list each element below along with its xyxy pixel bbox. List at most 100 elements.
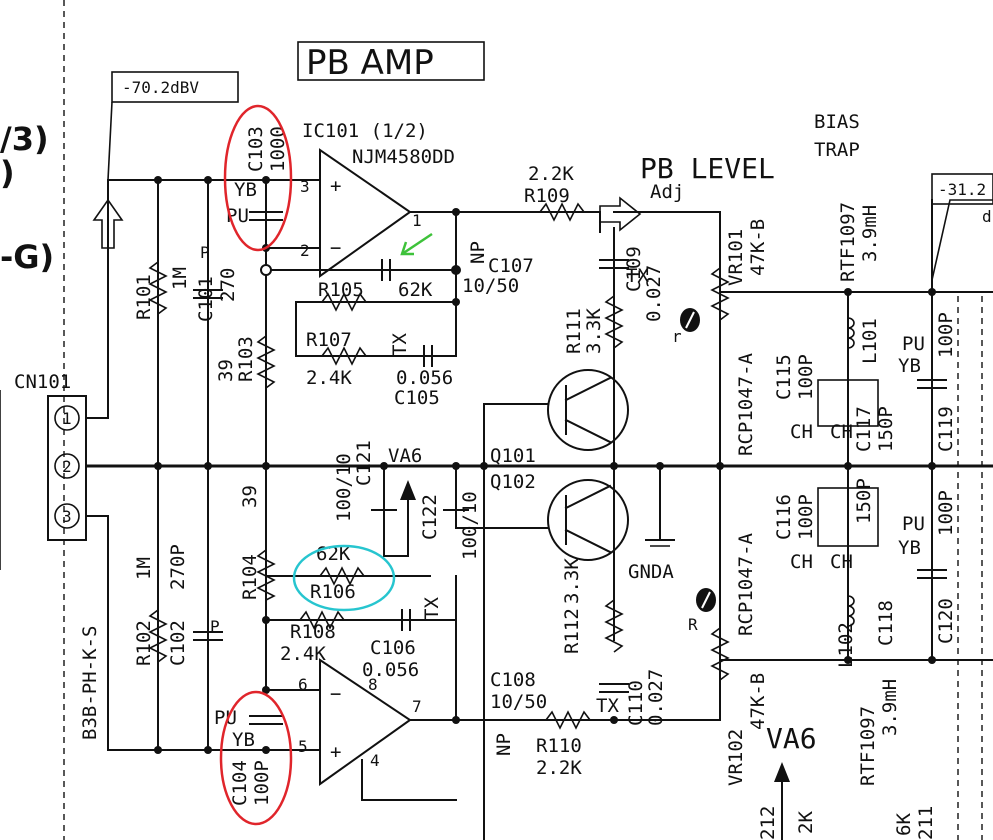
rcp1-label: RCP1047-A [735, 352, 757, 456]
c117-label: C117 [853, 406, 875, 452]
junction [844, 288, 852, 296]
r104-symbol [256, 549, 276, 601]
c109-value: 0.027 [643, 265, 665, 322]
c115-label: C115 [773, 354, 795, 400]
c116-label: C116 [773, 494, 795, 540]
ch3-label: CH [790, 551, 813, 573]
output-level-box [931, 173, 993, 205]
r110-value: 2.2K [536, 757, 582, 779]
labels-horizontal: YB PU P R105 62K R107 2.4K 0.056 C105 2.… [200, 111, 925, 779]
level-out-pointer [931, 199, 993, 281]
ic101-lower-opamp: − + 6 5 7 4 8 [298, 658, 422, 786]
pin7-label: 7 [412, 697, 422, 716]
arrow-head [400, 241, 414, 256]
q101-collector [564, 376, 612, 402]
opamp2-plus: + [330, 741, 341, 763]
red-highlight-c104 [219, 690, 293, 826]
r112-value: 3.3K [561, 558, 583, 604]
c116-c118-box [817, 487, 879, 547]
title-block: PB AMP [297, 41, 485, 83]
cn-pin-3: 3 [62, 507, 72, 526]
r111-label: R111 [563, 308, 585, 354]
junction [452, 462, 460, 470]
junction [262, 746, 270, 754]
bottom-label-2k: 2K [795, 811, 817, 834]
c106-label: C106 [370, 637, 416, 659]
vr101-symbol [710, 267, 730, 321]
output-level-cont: d [982, 207, 992, 226]
r109-label: R109 [524, 185, 570, 207]
level-pointer [107, 101, 124, 181]
q101-emitter [564, 418, 612, 444]
cyan-highlight-r106 [292, 544, 396, 612]
junction [262, 462, 270, 470]
junction [204, 746, 212, 754]
vr101-value: 47K-B [747, 219, 769, 276]
junction [610, 462, 618, 470]
up-arrow-icon [774, 762, 790, 782]
cn-pin-2: 2 [62, 457, 72, 476]
yb4-label: YB [232, 729, 255, 751]
c101-value: 270 [217, 268, 239, 302]
c110-label: C110 [625, 680, 647, 726]
vr101-label: VR101 [725, 229, 747, 286]
c105-value: 0.056 [396, 367, 453, 389]
c118-label: C118 [875, 600, 897, 646]
r105-label: R105 [318, 279, 364, 301]
r109-symbol [539, 202, 585, 222]
va6-label-2: VA6 [766, 722, 817, 755]
junction [928, 288, 936, 296]
c109-label: C109 [623, 246, 645, 292]
va6-markers: VA6 VA6 [388, 445, 817, 840]
c119-label: C119 [935, 406, 957, 452]
l102-label: L102 [835, 622, 857, 668]
va6-label-1: VA6 [388, 445, 422, 467]
opamp-minus: − [330, 237, 341, 259]
c120-label: C120 [935, 598, 957, 644]
r101-value: 1M [169, 267, 191, 290]
rtf1-label: RTF1097 [837, 202, 859, 282]
c110-value: 0.027 [645, 669, 667, 726]
inductors [847, 317, 855, 627]
c104-value: 100P [251, 760, 273, 806]
q102-body [547, 479, 629, 561]
test-markers: r R [672, 308, 716, 634]
r109-value: 2.2K [528, 163, 574, 185]
adj-label: Adj [650, 181, 684, 203]
signal-arrow-icon [92, 198, 124, 249]
c107-label: C107 [488, 255, 534, 277]
junction [928, 462, 936, 470]
test-marker-slash [685, 311, 695, 329]
r-mark-1: r [672, 327, 682, 346]
junction [154, 746, 162, 754]
input-level-label: -70.2dBV [122, 78, 199, 97]
connector-cn101: 1 2 3 CN101 B3B-PH-K-S [14, 371, 101, 740]
junction [262, 176, 270, 184]
ic101-upper-opamp: + − 3 2 1 IC101 (1/2) NJM4580DD [300, 120, 455, 278]
cn-pin-1: 1 [62, 409, 72, 428]
title-box [297, 41, 485, 81]
r101-label: R101 [133, 274, 155, 320]
trap-label: TRAP [814, 139, 860, 161]
capacitors [193, 211, 947, 725]
pin8-label: 8 [368, 675, 378, 694]
tx2-label: TX [596, 695, 619, 717]
wires [85, 179, 993, 840]
r103-value: 39 [215, 359, 237, 382]
junction [262, 686, 270, 694]
r111-value: 3.3K [583, 308, 605, 354]
junction [452, 298, 460, 306]
r104-value: 39 [239, 485, 261, 508]
q102-label: Q102 [490, 471, 536, 493]
c107-value: 10/50 [462, 275, 519, 297]
pin-circle [54, 503, 80, 529]
junction [716, 462, 724, 470]
tx-c106-label: TX [421, 597, 443, 620]
connector-body [47, 395, 87, 541]
c121-value: 100/10 [333, 453, 355, 522]
ch4-label: CH [830, 551, 853, 573]
ic-name: IC101 (1/2) [302, 120, 428, 142]
junction [844, 462, 852, 470]
edge-label-3: -G) [0, 238, 54, 276]
